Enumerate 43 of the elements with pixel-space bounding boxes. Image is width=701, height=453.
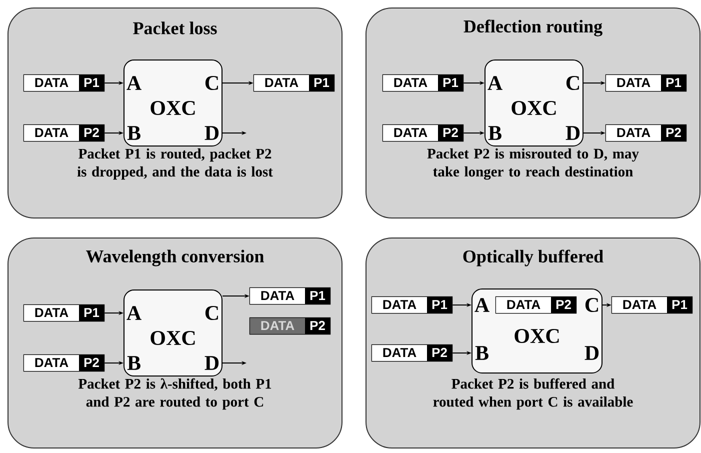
packet-box: DATA P1 — [605, 74, 687, 92]
panel-caption: Packet P1 is routed, packet P2 is dropped, and the data is lost — [77, 148, 273, 180]
port-label: C — [566, 76, 579, 90]
packet-box: DATA P2 — [371, 344, 453, 362]
packet-box: DATA P1 — [382, 74, 464, 92]
packet-box: DATA P1 — [249, 287, 331, 305]
port-label: B — [475, 346, 488, 360]
packet-box: DATA P1 — [253, 74, 335, 92]
port-label: C — [205, 76, 218, 90]
port-label: A — [126, 306, 142, 320]
packet-box: DATA P2 — [249, 317, 331, 335]
panel-caption: Packet P2 is λ-shifted, both P1 and P2 are routed to port C — [78, 378, 272, 410]
port-label: B — [127, 126, 140, 140]
packet-box: DATA P2 — [382, 124, 464, 142]
panel-title: Optically buffered — [463, 250, 604, 266]
packet-box: DATA P1 — [371, 296, 453, 314]
switch-label: OXC — [512, 100, 556, 116]
packet-box: DATA P1 — [23, 74, 105, 92]
port-label: C — [205, 306, 218, 320]
packet-box: DATA P1 — [23, 304, 105, 322]
packet-box: DATA P2 — [23, 124, 105, 142]
port-label: B — [127, 356, 140, 370]
panel-title: Wavelength conversion — [86, 250, 264, 266]
packet-box: DATA P1 — [611, 296, 693, 314]
port-label: D — [204, 126, 219, 140]
port-label: A — [488, 76, 502, 90]
panel-caption: Packet P2 is buffered and routed when port C is available — [433, 378, 633, 410]
panel-title: Packet loss — [133, 22, 217, 34]
packet-box: DATA P2 — [605, 124, 687, 142]
packet-box: DATA P2 — [23, 354, 105, 372]
port-label: A — [474, 298, 490, 312]
switch-label: OXC — [514, 328, 559, 344]
port-label: A — [126, 76, 142, 90]
switch-label: OXC — [150, 100, 195, 116]
port-label: D — [204, 356, 219, 370]
port-label: D — [566, 126, 580, 140]
port-label: C — [585, 298, 598, 312]
port-label: D — [584, 346, 599, 360]
port-label: B — [488, 126, 502, 140]
panel-caption: Packet P2 is misrouted to D, may take longer to reach destination — [427, 148, 639, 180]
packet-box: DATA P2 — [495, 296, 577, 314]
switch-label: OXC — [150, 330, 195, 346]
panel-title: Deflection routing — [464, 20, 602, 36]
